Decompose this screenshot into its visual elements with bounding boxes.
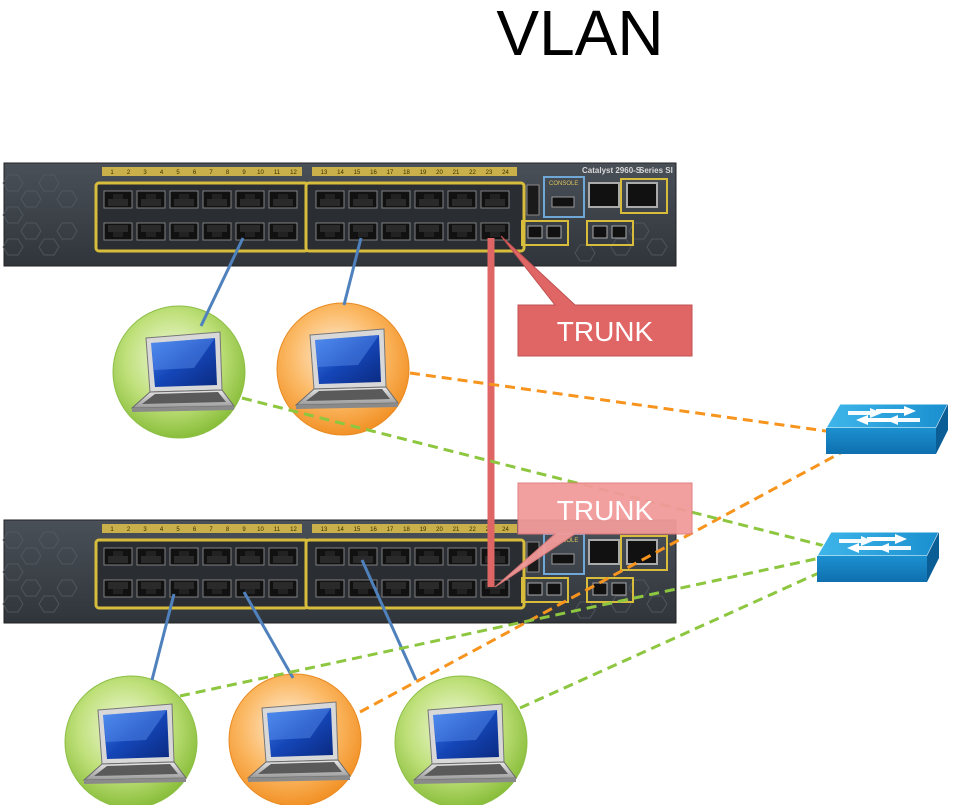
top-switch-model-label: Catalyst 2960-S — [582, 166, 642, 175]
port-number-label: 8 — [226, 527, 230, 533]
trunk-callout-top: TRUNK — [500, 235, 693, 357]
port-number-label: 9 — [242, 170, 246, 176]
laptop-bottom-green-right — [394, 675, 528, 805]
port-number-label: 21 — [453, 527, 460, 533]
access-link — [242, 591, 295, 679]
port-number-label: 17 — [387, 527, 394, 533]
access-link — [342, 237, 363, 306]
network-switch-icon — [825, 403, 949, 455]
port-number-label: 6 — [193, 170, 197, 176]
port-number-label: 6 — [193, 527, 197, 533]
port-number-label: 3 — [143, 527, 147, 533]
top-switch-console-label: CONSOLE — [549, 181, 578, 187]
port-number-label: 11 — [274, 527, 281, 533]
port-number-label: 4 — [160, 170, 164, 176]
port-number-label: 22 — [469, 170, 476, 176]
port-number-label: 10 — [257, 170, 264, 176]
port-number-label: 9 — [242, 527, 246, 533]
port-number-label: 15 — [354, 527, 361, 533]
port-number-label: 8 — [226, 170, 230, 176]
port-number-label: 13 — [321, 170, 328, 176]
access-link — [199, 237, 245, 327]
port-number-label: 2 — [127, 170, 131, 176]
port-number-label: 24 — [502, 170, 509, 176]
port-number-label: 20 — [436, 170, 443, 176]
port-number-label: 20 — [436, 527, 443, 533]
network-switch-icon — [816, 531, 940, 583]
trunk-callout-label: TRUNK — [557, 495, 654, 526]
port-number-label: 5 — [176, 170, 180, 176]
trunk-callout-label: TRUNK — [557, 316, 654, 347]
access-link — [360, 559, 418, 681]
port-number-label: 18 — [403, 527, 410, 533]
vlan-orange-link — [409, 371, 834, 434]
port-number-label: 21 — [453, 170, 460, 176]
laptop-bottom-orange — [228, 673, 362, 805]
port-number-label: 19 — [420, 170, 427, 176]
port-number-label: 3 — [143, 170, 147, 176]
port-number-label: 16 — [370, 527, 377, 533]
bottom-rack-switch: CONSOLE 12345678910111213141516171819202… — [3, 520, 676, 623]
port-number-label: 19 — [420, 527, 427, 533]
port-number-label: 7 — [209, 527, 213, 533]
port-number-label: 16 — [370, 170, 377, 176]
port-number-label: 13 — [321, 527, 328, 533]
access-links — [150, 237, 418, 681]
laptop-top-orange — [276, 302, 410, 436]
laptop-bottom-green-left — [64, 675, 198, 805]
page-title: VLAN — [496, 0, 663, 69]
port-number-label: 17 — [387, 170, 394, 176]
port-number-label: 23 — [486, 170, 493, 176]
port-number-label: 14 — [337, 170, 344, 176]
access-link — [150, 593, 176, 681]
port-number-label: 18 — [403, 170, 410, 176]
port-number-label: 14 — [337, 527, 344, 533]
vlan-orange-link — [359, 448, 847, 714]
port-number-label: 15 — [354, 170, 361, 176]
trunk-callout-bottom: TRUNK — [494, 482, 693, 588]
port-number-label: 12 — [290, 170, 297, 176]
vlan-links — [179, 371, 847, 714]
port-number-label: 5 — [176, 527, 180, 533]
laptop-top-green — [112, 305, 246, 439]
port-number-label: 2 — [127, 527, 131, 533]
port-number-label: 10 — [257, 527, 264, 533]
vlan-green-link — [241, 396, 834, 550]
port-number-label: 1 — [110, 527, 114, 533]
port-number-label: 24 — [502, 527, 509, 533]
port-number-label: 22 — [469, 527, 476, 533]
port-number-label: 11 — [274, 170, 281, 176]
vlan-green-link — [519, 560, 844, 710]
port-number-label: 7 — [209, 170, 213, 176]
port-number-label: 1 — [110, 170, 114, 176]
top-switch-series-label: Series SI — [639, 166, 673, 175]
port-number-label: 12 — [290, 527, 297, 533]
port-number-label: 4 — [160, 527, 164, 533]
